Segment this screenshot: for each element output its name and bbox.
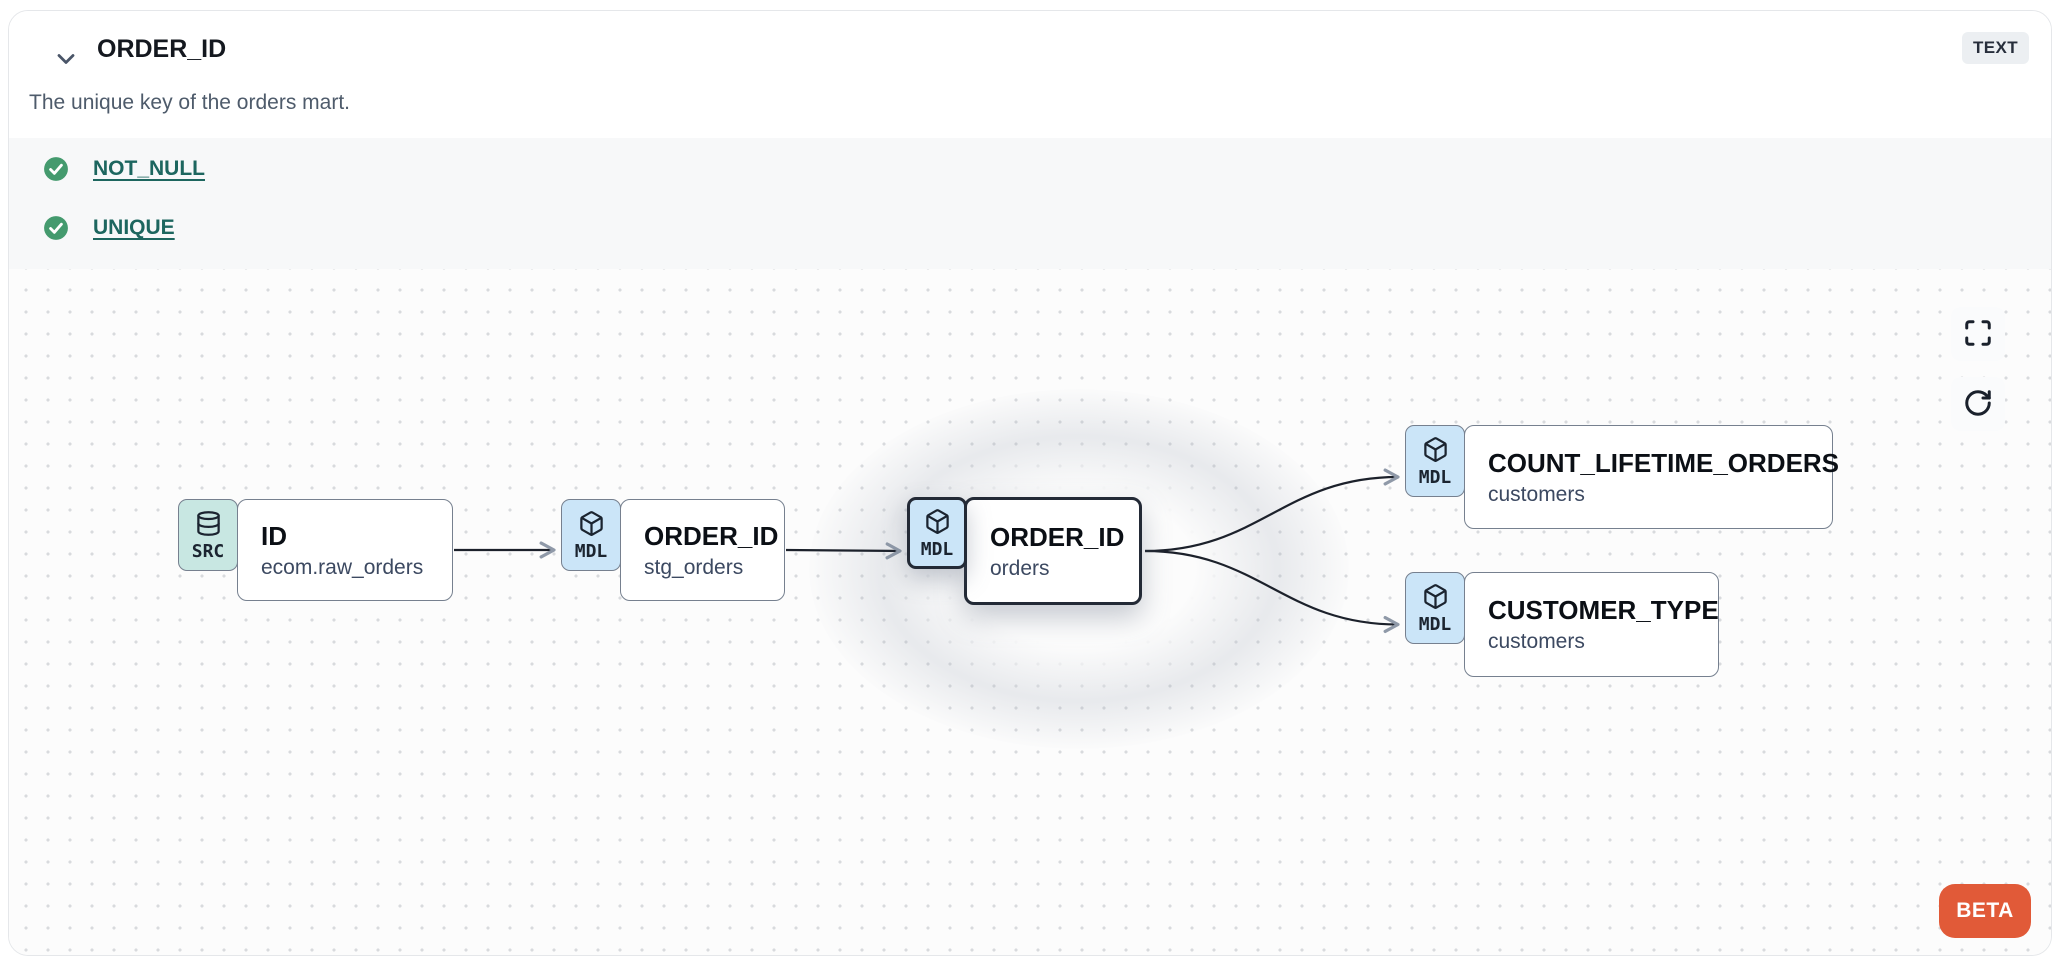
column-type-badge: TEXT xyxy=(1961,32,2029,64)
node-title: COUNT_LIFETIME_ORDERS xyxy=(1488,447,1840,478)
node-kind-badge: MDL xyxy=(1405,572,1465,644)
lineage-edges xyxy=(454,468,1400,634)
test-pass-check-icon xyxy=(43,156,69,182)
node-subtitle: stg_orders xyxy=(644,555,744,579)
tests-section: NOT_NULL UNIQUE xyxy=(9,138,2051,269)
collapse-button[interactable] xyxy=(49,43,83,77)
refresh-icon xyxy=(1963,388,1993,421)
database-icon xyxy=(195,510,222,542)
node-title: ID xyxy=(261,520,287,551)
test-link-not-null[interactable]: NOT_NULL xyxy=(93,157,205,180)
test-row: UNIQUE xyxy=(43,215,2051,241)
node-subtitle: ecom.raw_orders xyxy=(261,555,424,579)
column-description: The unique key of the orders mart. xyxy=(29,91,350,114)
node-title: ORDER_ID xyxy=(644,520,779,551)
node-kind-label: MDL xyxy=(1418,466,1452,488)
fullscreen-button[interactable] xyxy=(1951,307,2005,361)
cube-icon xyxy=(1422,583,1449,615)
beta-badge: BETA xyxy=(1939,884,2031,938)
column-details-card: ORDER_ID TEXT The unique key of the orde… xyxy=(8,10,2052,956)
refresh-button[interactable] xyxy=(1951,377,2005,431)
node-subtitle: customers xyxy=(1488,482,1585,506)
node-card: ID ecom.raw_orders xyxy=(237,499,453,601)
column-title: ORDER_ID xyxy=(97,35,227,63)
column-header: ORDER_ID TEXT The unique key of the orde… xyxy=(9,11,2051,138)
node-kind-label: MDL xyxy=(920,538,954,560)
cube-icon xyxy=(924,508,951,540)
node-card: CUSTOMER_TYPE customers xyxy=(1464,572,1719,677)
node-subtitle: orders xyxy=(990,556,1050,580)
lineage-edge-order-id-orders-to-customer-type-customers xyxy=(1144,549,1400,634)
node-kind-label: MDL xyxy=(1418,613,1452,635)
node-kind-badge: MDL xyxy=(907,497,967,569)
node-subtitle: customers xyxy=(1488,630,1585,653)
node-kind-badge: MDL xyxy=(1405,425,1465,497)
cube-icon xyxy=(578,510,605,542)
node-kind-badge: MDL xyxy=(561,499,621,571)
node-card: COUNT_LIFETIME_ORDERS customers xyxy=(1464,425,1840,529)
chevron-down-icon xyxy=(52,53,80,76)
node-kind-label: SRC xyxy=(191,540,225,562)
node-title: CUSTOMER_TYPE xyxy=(1488,595,1719,625)
fullscreen-icon xyxy=(1963,318,1993,351)
node-kind-label: MDL xyxy=(574,540,608,562)
lineage-edge-order-id-orders-to-count-lifetime-orders-customers xyxy=(1144,468,1400,553)
test-link-unique[interactable]: UNIQUE xyxy=(93,216,175,239)
lineage-edge-order-id-stg-orders-to-order-id-orders xyxy=(785,542,902,560)
test-pass-check-icon xyxy=(43,215,69,241)
test-row: NOT_NULL xyxy=(43,156,2051,182)
cube-icon xyxy=(1422,436,1449,468)
node-title: ORDER_ID xyxy=(990,521,1125,552)
node-kind-badge: SRC xyxy=(178,499,238,571)
node-card: ORDER_ID stg_orders xyxy=(620,499,785,601)
